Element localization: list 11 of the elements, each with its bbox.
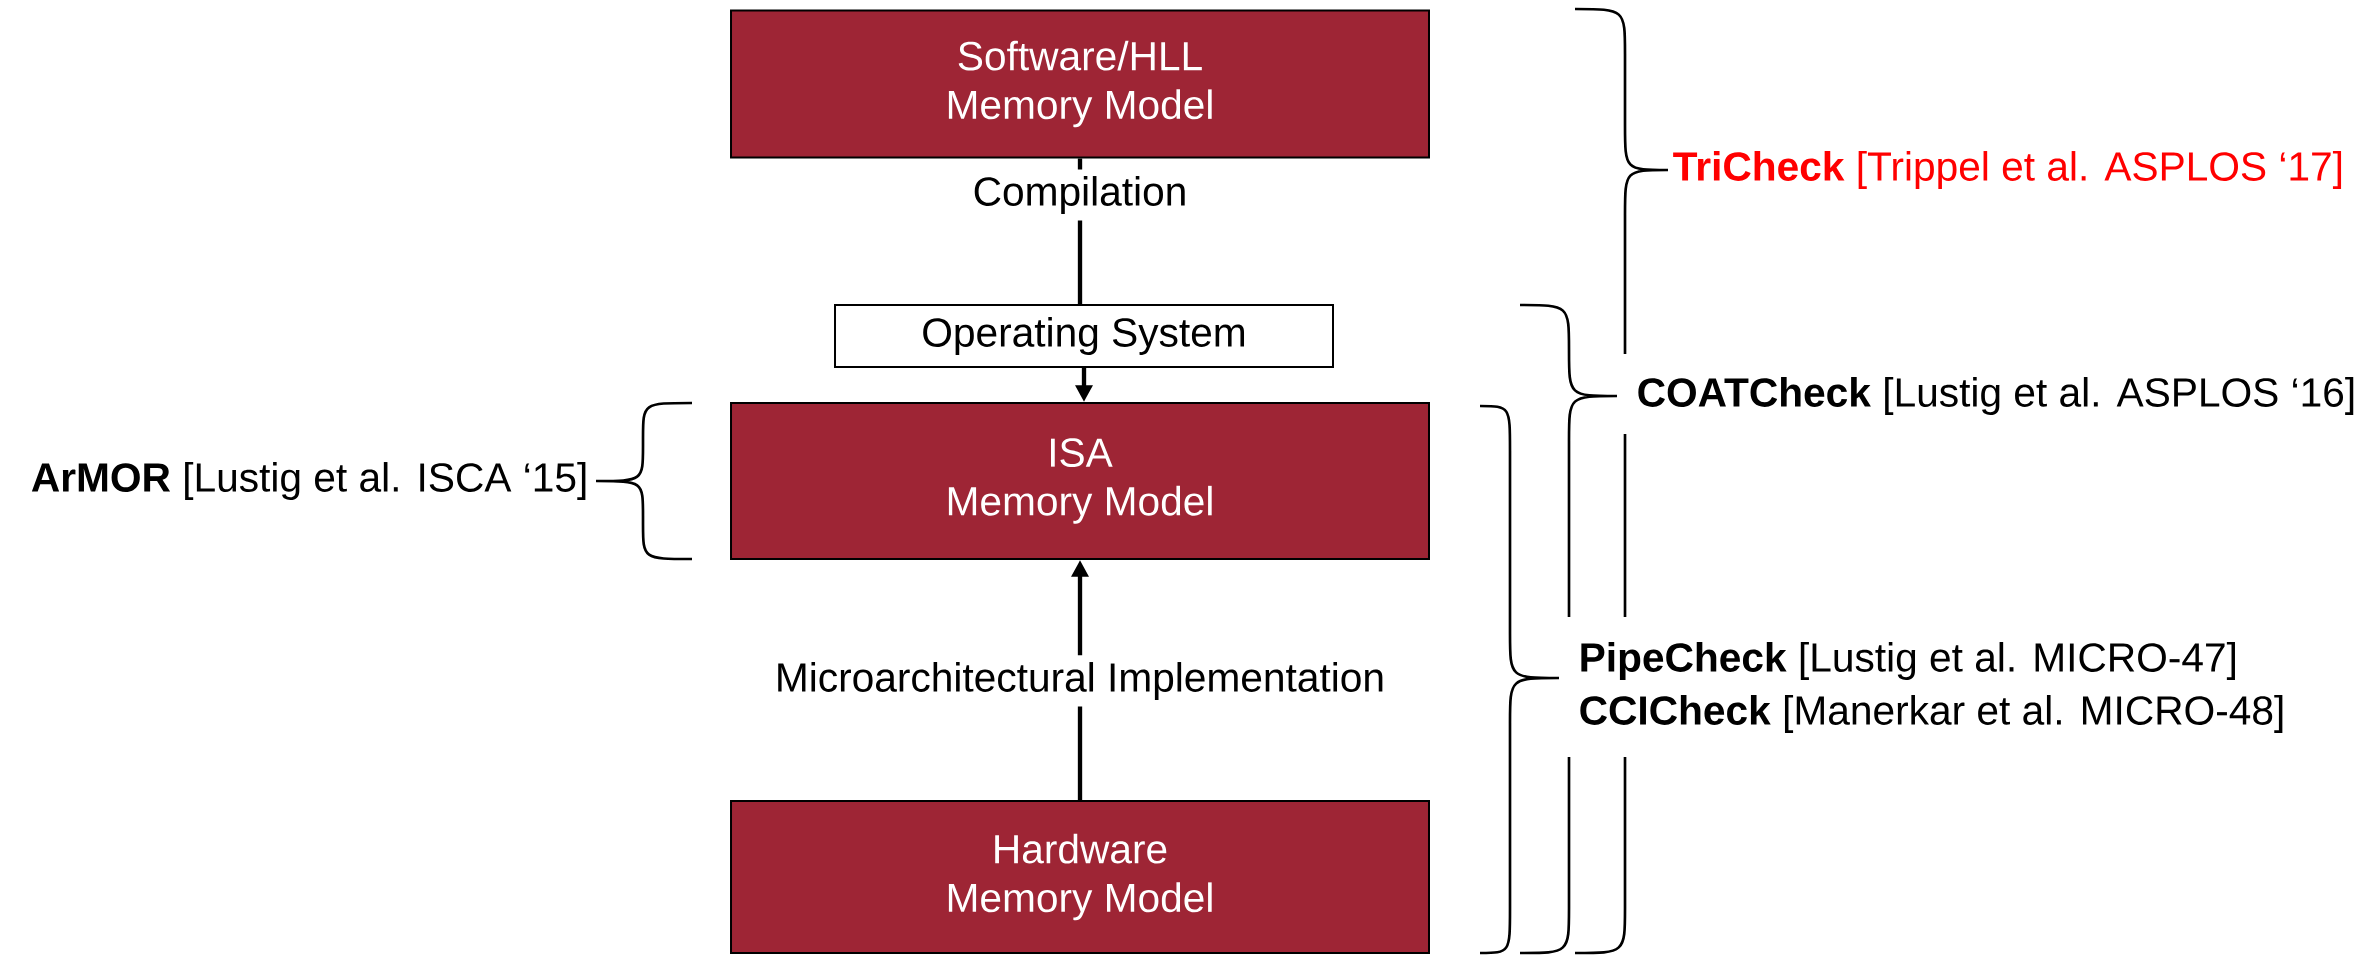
model-box: Hardware Memory Model — [730, 800, 1430, 954]
edge-label: Compilation — [966, 169, 1195, 221]
citation-label: ArMOR [Lustig et al. ISCA ‘15] — [31, 462, 586, 500]
process-box: Operating System — [834, 304, 1334, 368]
model-box: Software/HLL Memory Model — [730, 9, 1430, 159]
citation-label: PipeCheck [Lustig et al. MICRO-47] — [1581, 642, 2235, 680]
citation-label: TriCheck [Trippel et al. ASPLOS ‘17] — [1673, 151, 2342, 189]
edge-label: Microarchitectural Implementation — [768, 655, 1392, 707]
citation-label: COATCheck [Lustig et al. ASPLOS ‘16] — [1638, 377, 2354, 415]
model-box: ISA Memory Model — [730, 402, 1430, 560]
citation-label: CCICheck [Manerkar et al. MICRO-48] — [1580, 695, 2283, 733]
